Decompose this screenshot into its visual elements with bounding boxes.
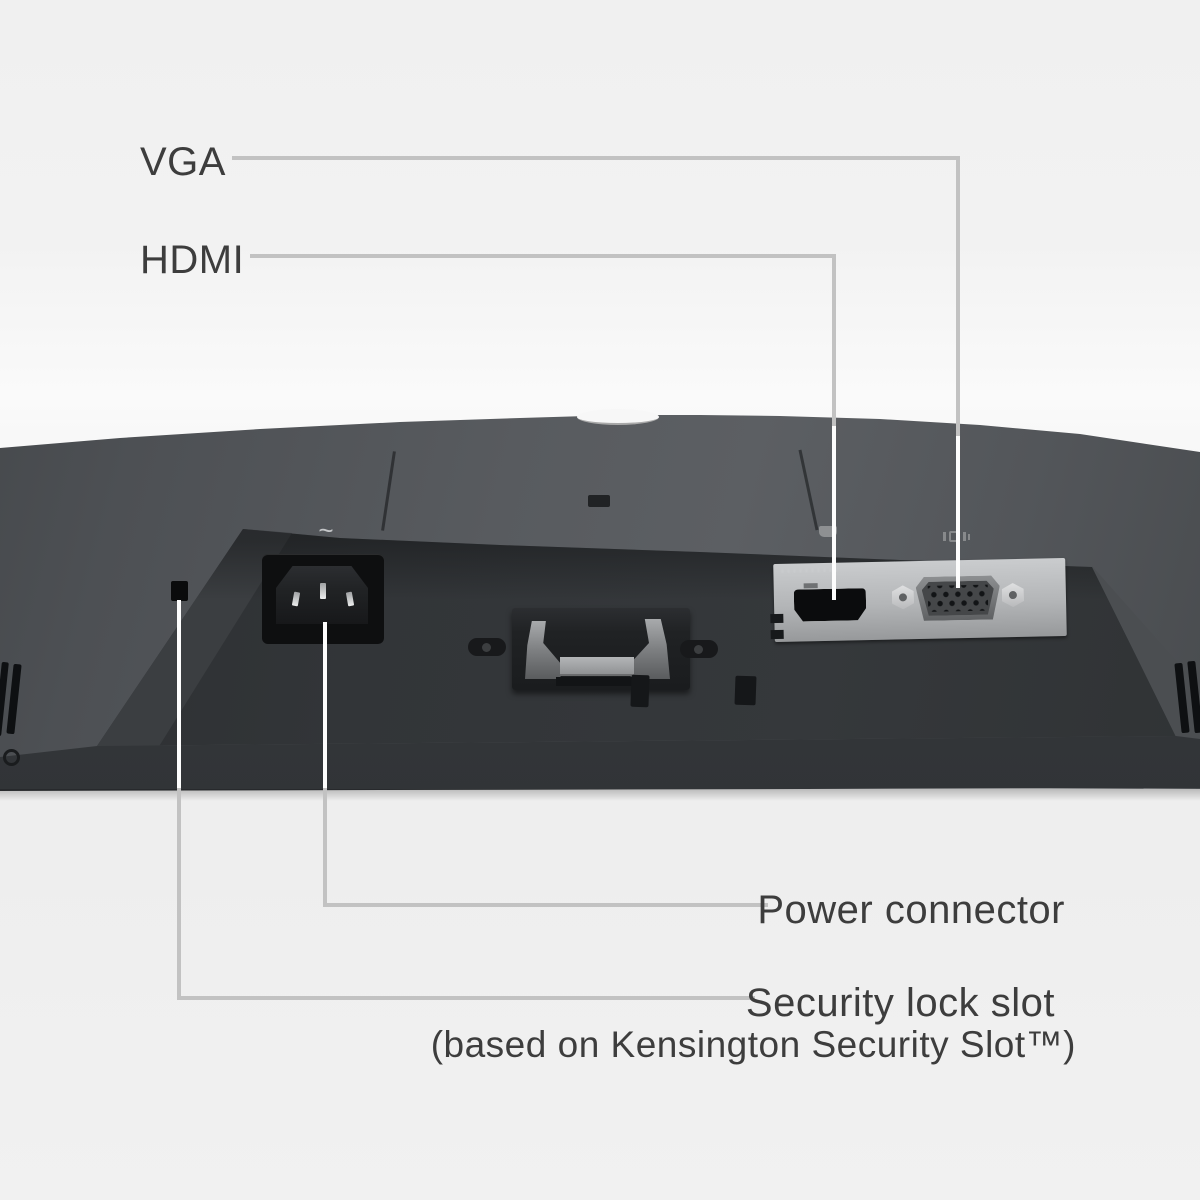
screw-post-hole — [1009, 591, 1017, 599]
hdmi-port — [794, 588, 867, 622]
screw-hole-center — [694, 645, 703, 654]
hdmi-label: HDMI — [140, 238, 245, 282]
power-leader-line — [323, 622, 327, 788]
power-connector-label: Power connector — [757, 888, 1065, 932]
security-leader-line — [177, 788, 181, 1000]
stand-mount-bar — [556, 677, 638, 686]
vga-label: VGA — [140, 140, 226, 184]
recess-floor-slot — [734, 675, 757, 706]
hdmi-port-pins — [781, 567, 838, 573]
security-leader-line — [177, 600, 181, 788]
hdmi-port-tab — [803, 583, 818, 589]
power-leader-line — [323, 788, 327, 907]
vga-leader-line — [232, 156, 960, 160]
panel-tab — [770, 613, 784, 624]
stand-column-notch — [577, 409, 659, 425]
hdmi-leader-line — [832, 254, 836, 426]
vga-screw-post — [1002, 583, 1024, 607]
power-pin — [320, 583, 326, 599]
hdmi-leader-line — [250, 254, 836, 258]
hdmi-icon — [819, 526, 837, 537]
panel-tab — [770, 629, 784, 640]
stand-release-notch — [588, 495, 610, 507]
monitor-drop-shadow — [0, 789, 1200, 801]
screw-post-hole — [899, 593, 907, 601]
vga-screw-post — [892, 585, 914, 609]
hdmi-leader-line — [832, 426, 836, 600]
vesa-screw-hole — [680, 640, 718, 658]
vga-leader-line — [956, 156, 960, 436]
vga-icon-bar — [943, 532, 946, 541]
vga-icon-bar — [963, 532, 966, 541]
io-port-panel — [770, 557, 1067, 643]
ac-power-icon: ~ — [318, 515, 334, 545]
security-lock-slot-label: Security lock slot — [745, 981, 1055, 1025]
vesa-screw-hole — [468, 638, 506, 656]
bottom-screw-hole — [3, 749, 20, 766]
security-lock-slot-sublabel: (based on Kensington Security Slot™) — [430, 1024, 1076, 1065]
vga-leader-line — [956, 436, 960, 588]
security-leader-line — [177, 996, 755, 1000]
vga-port-pin-holes — [927, 584, 989, 612]
recess-floor-slot — [630, 674, 650, 708]
bottom-bezel-strip — [0, 736, 1200, 791]
security-lock-slot — [171, 581, 188, 601]
vga-icon-bar — [968, 534, 970, 540]
stand-mount-label-strip — [560, 657, 634, 676]
power-leader-line — [323, 903, 768, 907]
screw-hole-center — [482, 643, 491, 652]
